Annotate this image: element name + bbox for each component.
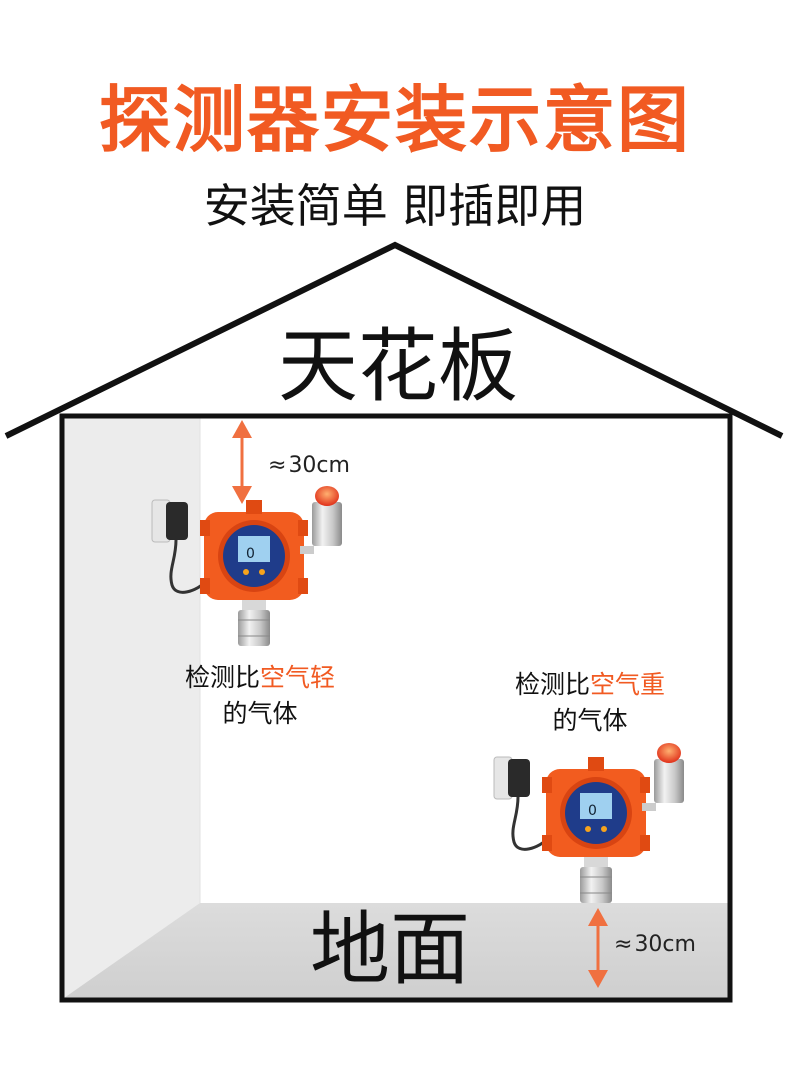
heavy-gas-note-line2: 的气体 [552, 706, 628, 735]
floor-shade [64, 903, 728, 998]
light-gas-note: 检测比空气轻 的气体 [160, 660, 360, 732]
top-distance-label: ≈30cm [268, 453, 350, 479]
light-gas-note-highlight: 空气轻 [260, 663, 336, 692]
floor-label: 地面 [310, 903, 470, 996]
top-distance-value: 30cm [288, 453, 350, 478]
heavy-gas-note-highlight: 空气重 [590, 670, 666, 699]
room-outline [59, 413, 733, 1003]
light-gas-note-plain: 检测比 [184, 663, 260, 692]
detector-low: 0 [493, 743, 684, 903]
page-subtitle: 安装简单 即插即用 [203, 179, 587, 233]
bottom-distance-label: ≈30cm [614, 932, 696, 958]
roof [4, 241, 784, 439]
approx-icon: ≈ [614, 932, 633, 957]
heavy-gas-note-plain: 检测比 [514, 670, 590, 699]
heavy-gas-note: 检测比空气重 的气体 [490, 667, 690, 739]
light-gas-note-line2: 的气体 [222, 699, 298, 728]
page-title: 探测器安装示意图 [98, 78, 691, 162]
bottom-distance-value: 30cm [634, 932, 696, 957]
detector-high-screen-value: 0 [246, 546, 255, 562]
top-distance-arrow [232, 420, 252, 504]
detector-high: 0 [151, 486, 342, 646]
detector-low-screen-value: 0 [588, 803, 597, 819]
approx-icon: ≈ [268, 453, 287, 478]
left-wall-shade [64, 418, 200, 998]
ceiling-label: 天花板 [278, 320, 518, 413]
bottom-distance-arrow [588, 908, 608, 988]
